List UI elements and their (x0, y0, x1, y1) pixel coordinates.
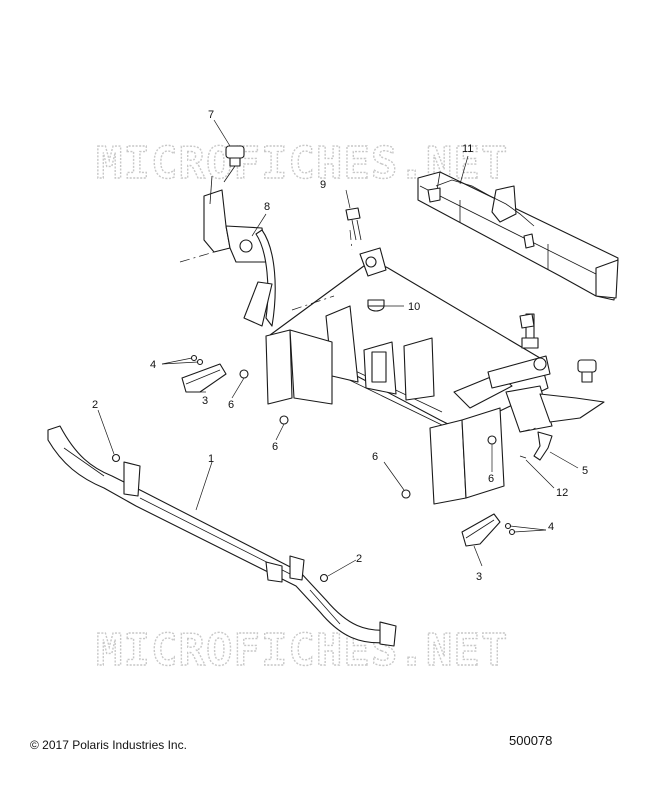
part-12-pin (519, 455, 527, 459)
callout-5: 5 (582, 465, 588, 477)
part-10-bushing (367, 299, 385, 312)
callout-4-left: 4 (150, 359, 156, 371)
part-8-left-bracket (203, 175, 276, 327)
diagram-number: 500078 (509, 733, 553, 748)
callout-12: 12 (556, 487, 568, 499)
callout-8: 8 (264, 201, 270, 213)
callout-6-c: 6 (372, 451, 378, 463)
callout-3-right: 3 (476, 571, 482, 583)
part-3-bracket-right (461, 513, 501, 547)
callout-2-left: 2 (92, 399, 98, 411)
part-main-frame (265, 247, 551, 505)
part-9-bolt (345, 207, 362, 241)
callout-2-right: 2 (356, 553, 362, 565)
part-6-nuts (239, 369, 497, 499)
callout-9: 9 (320, 179, 326, 191)
bolt-right (519, 313, 535, 329)
leader-lines (97, 119, 579, 577)
callout-7: 7 (208, 109, 214, 121)
part-4-fasteners-right (504, 522, 516, 536)
callout-4-right: 4 (548, 521, 554, 533)
callout-6-d: 6 (488, 473, 494, 485)
copyright-text: © 2017 Polaris Industries Inc. (30, 738, 187, 752)
callout-1: 1 (208, 453, 214, 465)
callouts: 7 8 9 11 10 4 3 6 6 6 6 5 12 4 3 1 2 2 (92, 109, 588, 583)
center-lines (179, 229, 537, 433)
callout-11: 11 (462, 143, 473, 155)
part-1-bumper-tube (47, 425, 397, 647)
right-mount-bracket (505, 313, 605, 433)
part-7-left-bumper (223, 145, 245, 183)
callout-6-a: 6 (228, 399, 234, 411)
part-4-fasteners-left (190, 354, 204, 366)
callout-6-b: 6 (272, 441, 278, 453)
part-11-cross-tube (417, 171, 619, 301)
callout-10: 10 (408, 301, 420, 313)
part-3-bracket-left (181, 363, 227, 393)
callout-3-left: 3 (202, 395, 208, 407)
part-2-nuts (111, 453, 329, 583)
watermark-bottom: MICROFICHES.NET (96, 625, 508, 676)
part-5-clip (533, 431, 553, 461)
